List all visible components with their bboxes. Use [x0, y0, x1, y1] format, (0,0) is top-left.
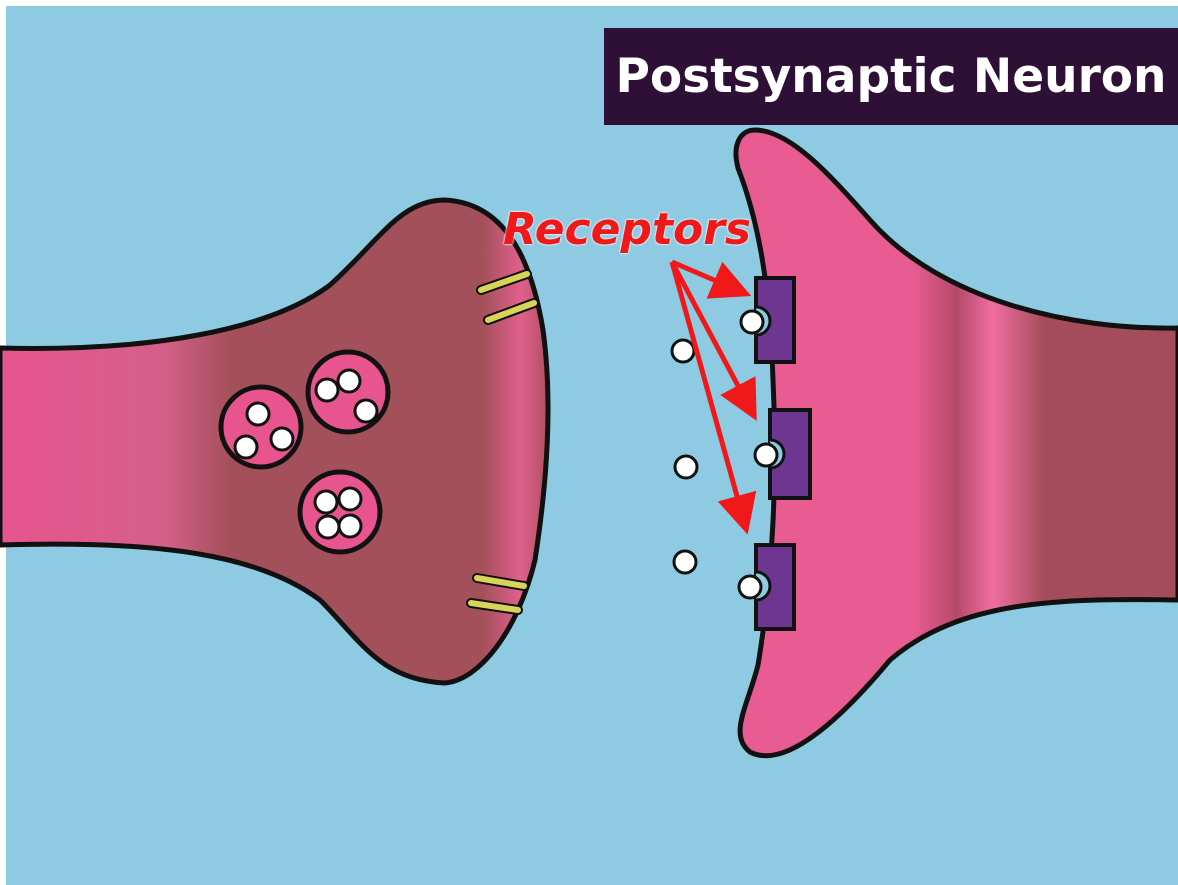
synaptic-vesicle [308, 352, 388, 432]
synaptic-vesicle [221, 387, 301, 467]
neurotransmitter [675, 456, 697, 478]
receptors-label: Receptors [503, 204, 751, 255]
neurotransmitter [674, 551, 696, 573]
diagram-title: Postsynaptic Neuron [615, 49, 1166, 104]
top-border [0, 0, 1178, 6]
neurotransmitter [672, 340, 694, 362]
synaptic-vesicle [300, 472, 380, 552]
title-banner: Postsynaptic Neuron [604, 28, 1178, 125]
